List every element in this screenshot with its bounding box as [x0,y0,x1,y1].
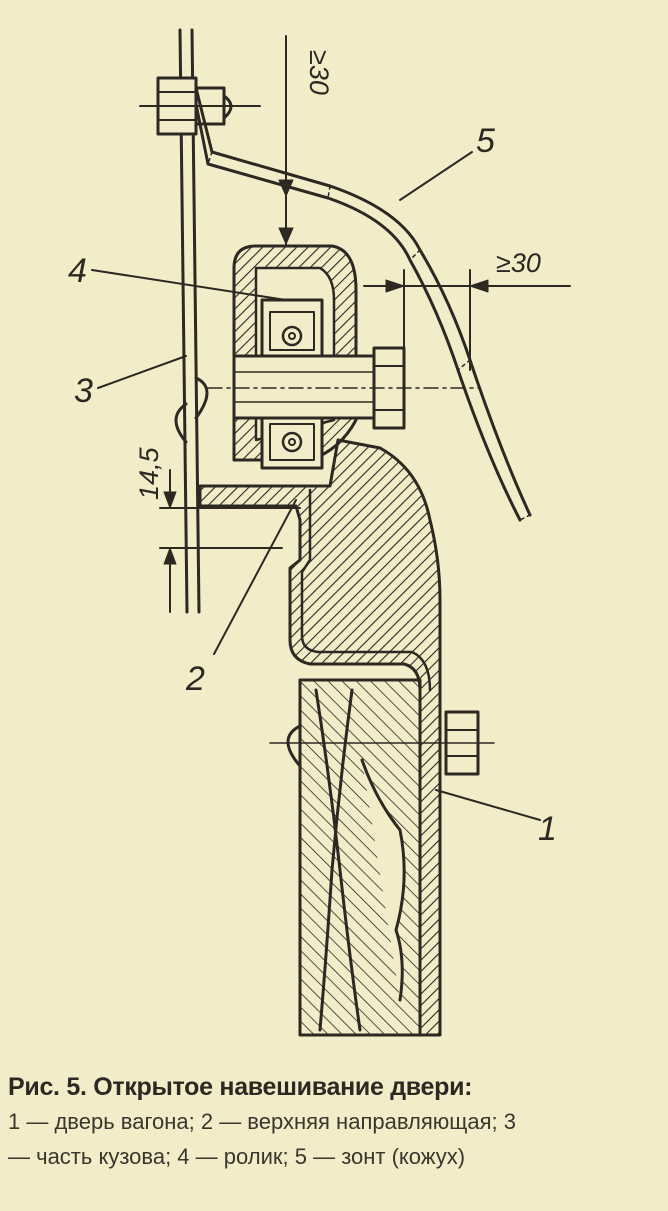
dimension-offset [159,469,301,613]
dimension-side-clearance [363,269,571,391]
shroud-part5 [194,86,532,522]
body-wall-part3 [139,28,261,614]
caption-title: Рис. 5. Открытое навешивание двери: [8,1073,473,1101]
door-hanging-diagram: 4 3 5 2 1 ≥30 ≥30 14,5 [68,28,571,1037]
label-part3: 3 [74,372,93,410]
dimension-top-clearance [278,35,294,245]
door-part1 [269,678,495,1037]
caption-legend-line2: — часть кузова; 4 — ролик; 5 — зонт (кож… [8,1144,466,1169]
caption-legend-line1: 1 — дверь вагона; 2 — верхняя направляющ… [8,1109,516,1134]
label-clearance-side: ≥30 [496,248,541,278]
label-part1: 1 [538,810,557,848]
roller-part4 [207,298,481,470]
label-clearance-top: ≥30 [304,50,334,95]
upper-guide-part2 [198,438,442,1037]
label-part4: 4 [68,252,87,290]
label-offset: 14,5 [134,446,164,500]
label-part2: 2 [185,660,205,698]
figure-caption: Рис. 5. Открытое навешивание двери: 1 — … [8,1070,660,1174]
leader-lines [91,151,541,821]
label-part5: 5 [476,122,495,160]
